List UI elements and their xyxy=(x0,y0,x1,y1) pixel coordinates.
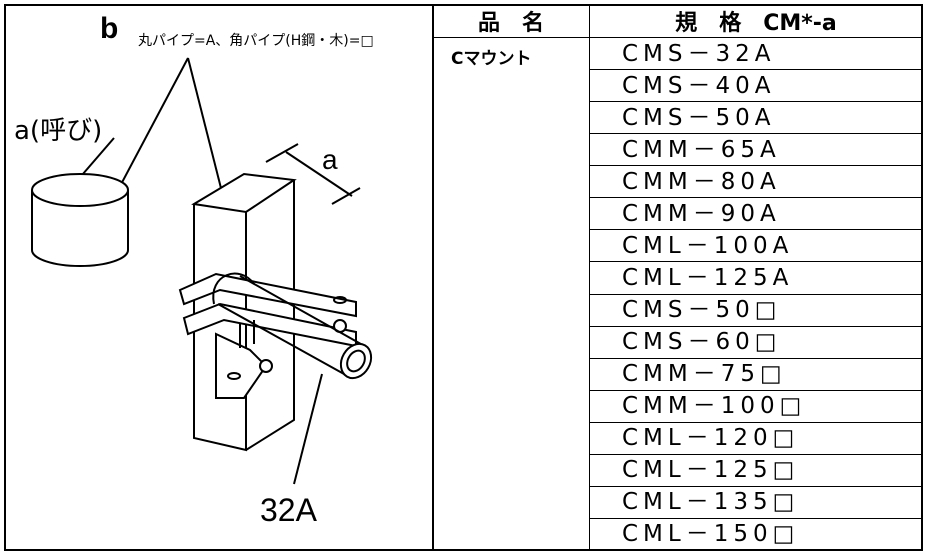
spec-cell: CMS－50A xyxy=(589,101,923,135)
table-row: CMS－40A xyxy=(433,69,923,103)
table-row: Cマウント CMS－32A xyxy=(432,36,923,551)
b-note: 丸パイプ=A、角パイプ(H鋼・木)=□ xyxy=(138,33,374,49)
table-header: 品 名 規 格 CM*‐a xyxy=(432,4,923,38)
spec-cell: CML－125□ xyxy=(589,453,923,487)
outer-border xyxy=(4,4,923,551)
spec-cell: CML－120□ xyxy=(589,421,923,455)
b-label: b xyxy=(100,12,119,45)
table-row: CMM－65A xyxy=(433,133,923,167)
table-row: CML－135□ xyxy=(433,485,923,519)
spec-cell: CMM－75□ xyxy=(589,357,923,391)
product-name: Cマウント xyxy=(432,37,590,551)
spec-cell: CMM－80A xyxy=(589,165,923,199)
table-row: CMS－50A xyxy=(433,101,923,135)
table-row: CML－120□ xyxy=(433,421,923,455)
bracket xyxy=(178,272,357,399)
diagram-panel: b 丸パイプ=A、角パイプ(H鋼・木)=□ a(呼び) a 32A xyxy=(4,4,434,551)
table-row: CMM－75□ xyxy=(433,357,923,391)
round-pipe-section xyxy=(31,173,129,267)
header-spec: 規 格 CM*‐a xyxy=(589,4,923,38)
leader-lines xyxy=(75,57,361,485)
spec-cell: CML－150□ xyxy=(589,517,923,552)
header-product-name: 品 名 xyxy=(432,4,590,38)
table-row: CMS－50□ xyxy=(433,293,923,327)
spec-cell: CMS－32A xyxy=(589,36,923,71)
mount-illustration xyxy=(31,57,373,485)
spec-cell: CMS－40A xyxy=(589,69,923,103)
table-row: CMM－80A xyxy=(433,165,923,199)
spec-cell: CMS－50□ xyxy=(589,293,923,327)
a-callout: a(呼び) xyxy=(14,116,103,146)
pipe xyxy=(212,272,373,380)
example-size-label: 32A xyxy=(260,492,317,528)
spec-cell: CML－135□ xyxy=(589,485,923,519)
a-dimension-label: a xyxy=(322,144,338,175)
spec-cell: CMM－65A xyxy=(589,133,923,167)
table-row: CML－125□ xyxy=(433,453,923,487)
table-row: CML－150□ xyxy=(433,517,923,552)
